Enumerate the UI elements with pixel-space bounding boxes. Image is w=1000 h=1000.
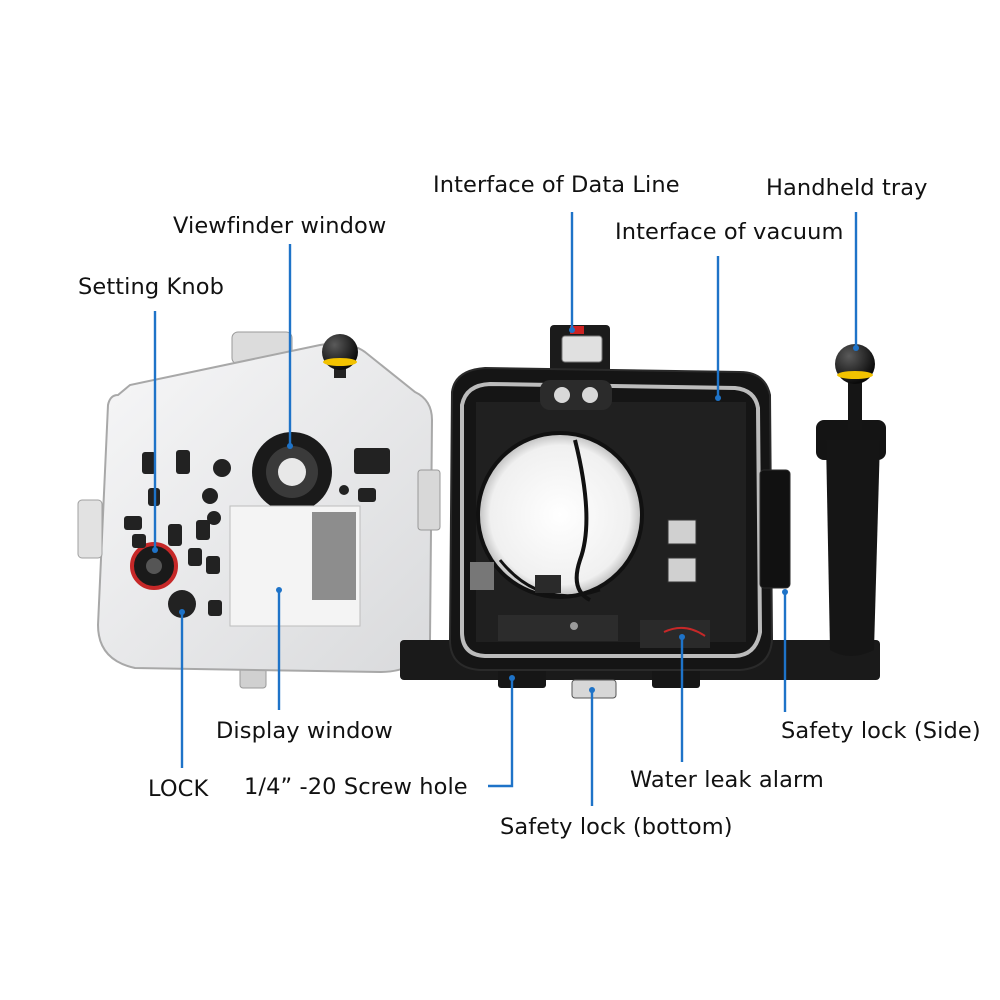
- back-door: [77, 331, 441, 689]
- label-setting-knob: Setting Knob: [78, 274, 224, 300]
- label-display-window: Display window: [216, 718, 393, 744]
- leader-lines: [153, 212, 858, 806]
- label-safety-lock-side: Safety lock (Side): [781, 718, 981, 744]
- housing-body: [400, 325, 880, 699]
- label-safety-lock-bottom: Safety lock (bottom): [500, 814, 733, 840]
- label-water-leak-alarm: Water leak alarm: [630, 767, 824, 793]
- lock-knob: [168, 590, 196, 618]
- leader-screw-hole: [488, 678, 514, 788]
- label-screw-hole: 1/4” -20 Screw hole: [244, 774, 468, 800]
- label-handheld-tray: Handheld tray: [766, 175, 928, 201]
- handheld-tray: [816, 344, 886, 656]
- label-interface-vacuum: Interface of vacuum: [615, 219, 844, 245]
- label-viewfinder-window: Viewfinder window: [173, 213, 387, 239]
- label-lock: LOCK: [148, 776, 209, 802]
- label-interface-data-line: Interface of Data Line: [433, 172, 680, 198]
